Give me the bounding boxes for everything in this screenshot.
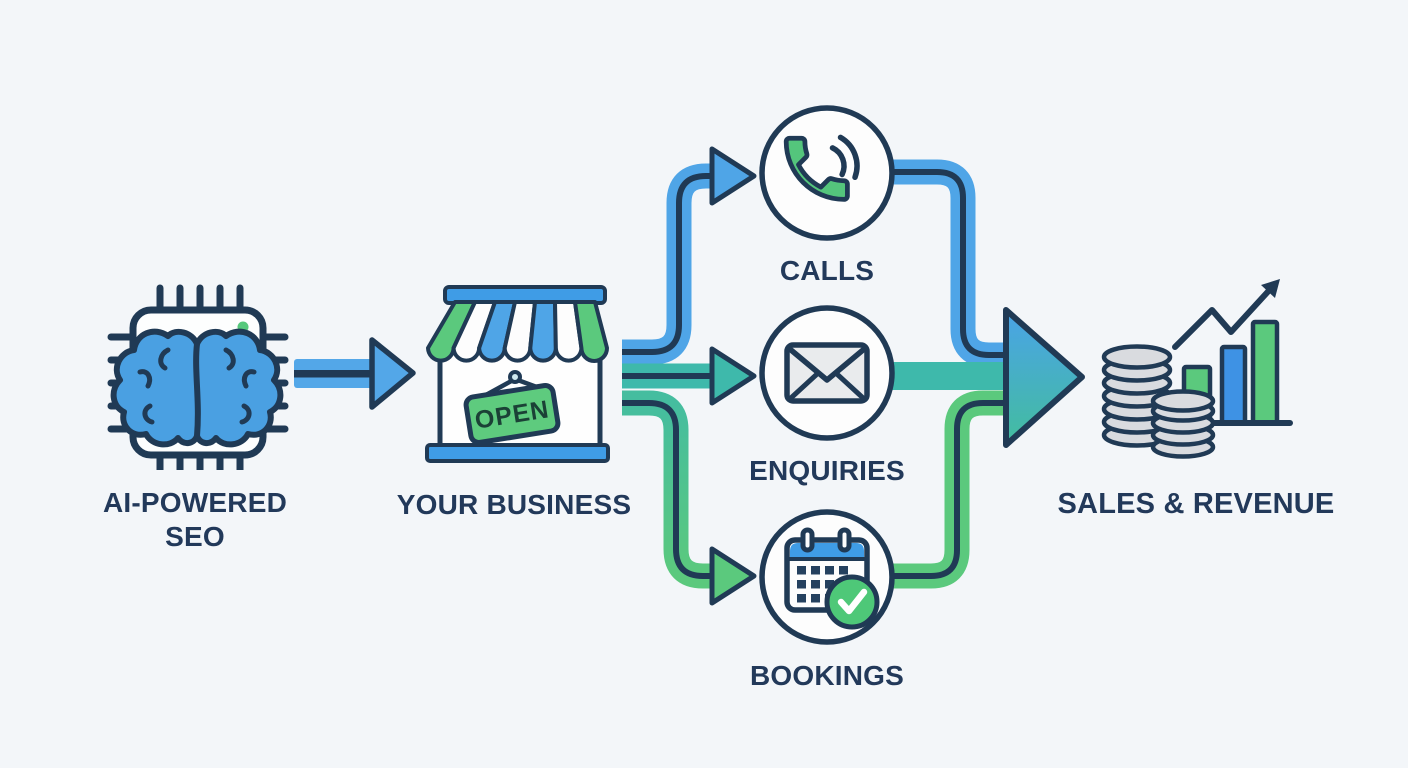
node-circle xyxy=(759,105,895,241)
arrow-business-to-calls xyxy=(622,146,757,365)
enquiries-node xyxy=(759,305,895,441)
envelope-icon xyxy=(784,342,870,404)
arrow-bookings-to-sales xyxy=(892,390,1010,589)
label-ai-powered-seo: AI-POWERED SEO xyxy=(103,487,287,552)
label-calls: CALLS xyxy=(779,255,875,286)
coin-stack-right xyxy=(1150,389,1216,459)
label-bookings: BOOKINGS xyxy=(749,660,905,691)
calls-node xyxy=(759,105,895,241)
store-base-bar xyxy=(425,443,610,463)
label-sales-revenue: SALES & REVENUE xyxy=(1057,488,1335,520)
arrow-seo-to-business xyxy=(294,337,416,410)
storefront-icon: OPEN xyxy=(425,285,610,463)
label-your-business: YOUR BUSINESS xyxy=(396,489,632,520)
chip-brain-icon xyxy=(107,284,289,470)
big-arrowhead xyxy=(1003,307,1085,448)
phone-icon xyxy=(783,134,860,202)
coins-bar-chart-icon xyxy=(1101,279,1293,459)
store-awning xyxy=(426,300,609,363)
label-enquiries: ENQUIRIES xyxy=(749,455,905,486)
calendar-check-icon xyxy=(784,527,880,630)
trend-arrow xyxy=(1172,279,1280,350)
open-sign: OPEN xyxy=(463,370,561,445)
check-mark xyxy=(837,588,868,615)
arrow-business-to-enquiries xyxy=(622,346,757,406)
bookings-node xyxy=(759,509,895,645)
arrow-calls-to-sales xyxy=(892,159,1010,368)
arrow-business-to-bookings xyxy=(622,390,757,606)
brain-shape xyxy=(110,328,284,448)
signal-waves xyxy=(829,134,860,181)
